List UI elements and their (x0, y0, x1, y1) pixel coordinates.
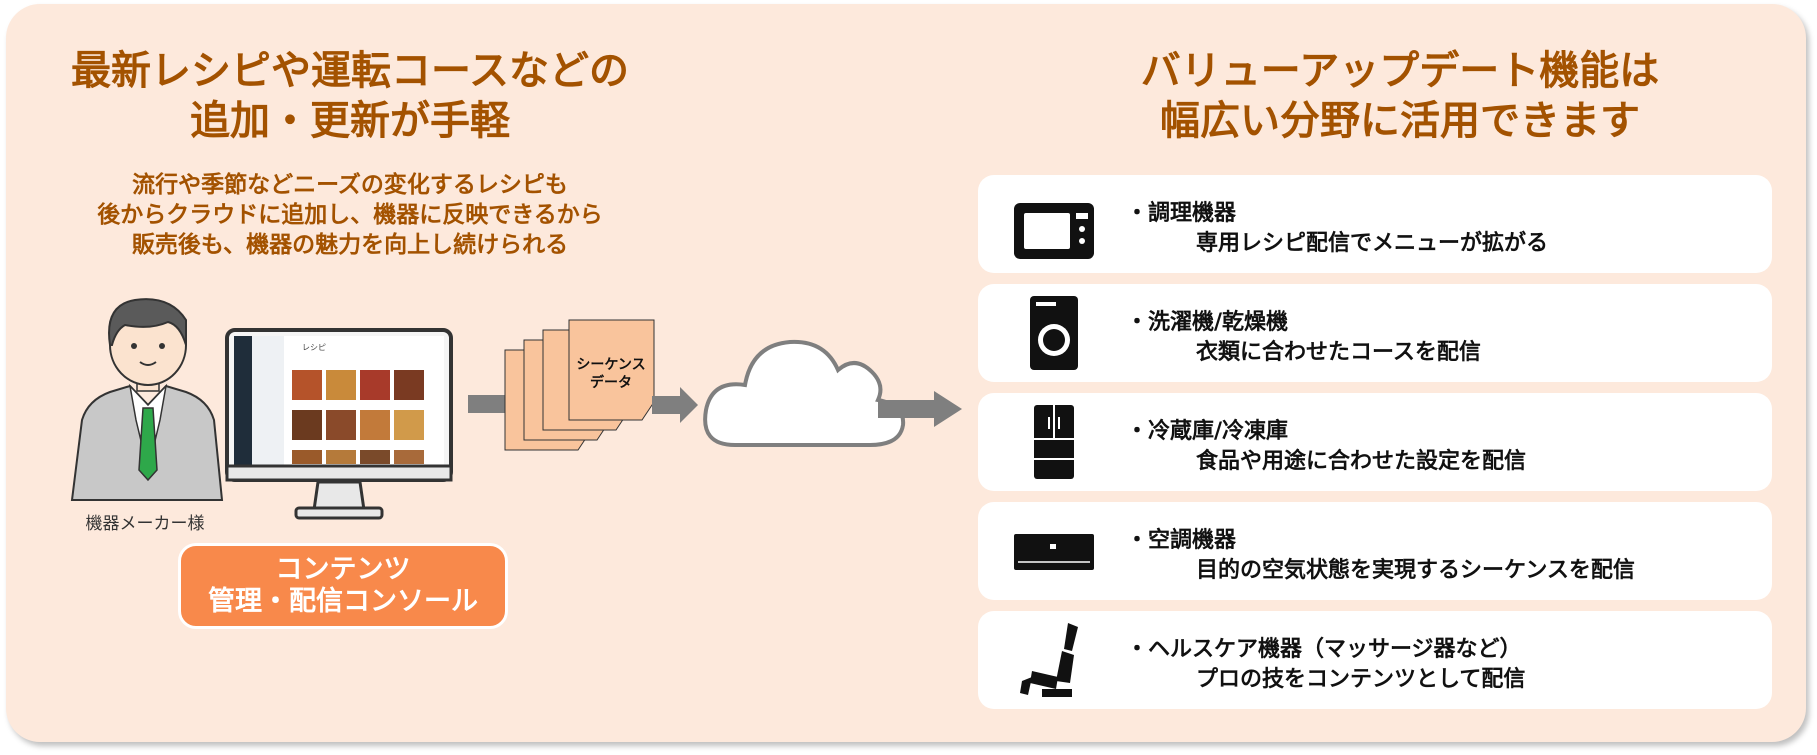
sequence-data-documents: シーケンス データ (504, 319, 655, 451)
card-cooking-desc: 専用レシピ配信でメニューが拡がる (1196, 231, 1549, 256)
card-healthcare: ・ヘルスケア機器（マッサージ器など） プロの技をコンテンツとして配信 (978, 611, 1772, 709)
arrow-2 (652, 387, 698, 423)
left-subtitle: 流行や季節などニーズの変化するレシピも 後からクラウドに追加し、機器に反映できる… (40, 170, 660, 260)
massage-chair-icon (1020, 623, 1078, 697)
card-cooking: ・調理機器 専用レシピ配信でメニューが拡がる (978, 175, 1772, 273)
refrigerator-icon (1034, 405, 1074, 479)
card-fridge-category: ・冷蔵庫/冷凍庫 (1126, 419, 1289, 444)
doc-label-line2: データ (590, 374, 632, 391)
card-aircon: ・空調機器 目的の空気状態を実現するシーケンスを配信 (978, 502, 1772, 600)
left-subtitle-line3: 販売後も、機器の魅力を向上し続けられる (131, 232, 569, 258)
card-cooking-category: ・調理機器 (1126, 201, 1237, 226)
washing-machine-icon (1030, 296, 1078, 370)
left-title-line1: 最新レシピや運転コースなどの (71, 48, 629, 94)
manufacturer-label: 機器メーカー様 (85, 514, 205, 534)
card-healthcare-category: ・ヘルスケア機器（マッサージ器など） (1126, 637, 1522, 662)
left-title-line2: 追加・更新が手軽 (190, 98, 510, 144)
card-washer-desc: 衣類に合わせたコースを配信 (1196, 340, 1481, 365)
businessman-icon (70, 298, 224, 501)
left-subtitle-line2: 後からクラウドに追加し、機器に反映できるから (97, 202, 603, 228)
console-line2: 管理・配信コンソール (208, 586, 478, 617)
right-title-line2: 幅広い分野に活用できます (1160, 98, 1640, 144)
recipe-thumbnails (292, 370, 424, 464)
left-title: 最新レシピや運転コースなどの 追加・更新が手軽 (40, 46, 660, 146)
card-healthcare-desc: プロの技をコンテンツとして配信 (1196, 667, 1526, 692)
console-line1: コンテンツ (275, 554, 411, 585)
right-title-line1: バリューアップデート機能は (1140, 48, 1660, 94)
card-fridge: ・冷蔵庫/冷凍庫 食品や用途に合わせた設定を配信 (978, 393, 1772, 491)
arrow-3 (878, 391, 962, 427)
screen-header: レシピ (302, 343, 326, 352)
card-aircon-desc: 目的の空気状態を実現するシーケンスを配信 (1196, 558, 1635, 583)
monitor-icon: レシピ (225, 328, 453, 520)
air-conditioner-icon (1014, 534, 1094, 570)
content-console-button[interactable]: コンテンツ 管理・配信コンソール (178, 543, 508, 629)
doc-label-line1: シーケンス (576, 357, 645, 373)
left-subtitle-line1: 流行や季節などニーズの変化するレシピも (132, 172, 568, 198)
right-title: バリューアップデート機能は 幅広い分野に活用できます (1000, 46, 1800, 146)
card-aircon-category: ・空調機器 (1126, 528, 1237, 553)
cloud-icon (703, 339, 906, 447)
card-washer-category: ・洗濯機/乾燥機 (1126, 310, 1289, 335)
card-fridge-desc: 食品や用途に合わせた設定を配信 (1196, 449, 1527, 474)
card-washer: ・洗濯機/乾燥機 衣類に合わせたコースを配信 (978, 284, 1772, 382)
microwave-icon (1014, 203, 1094, 259)
